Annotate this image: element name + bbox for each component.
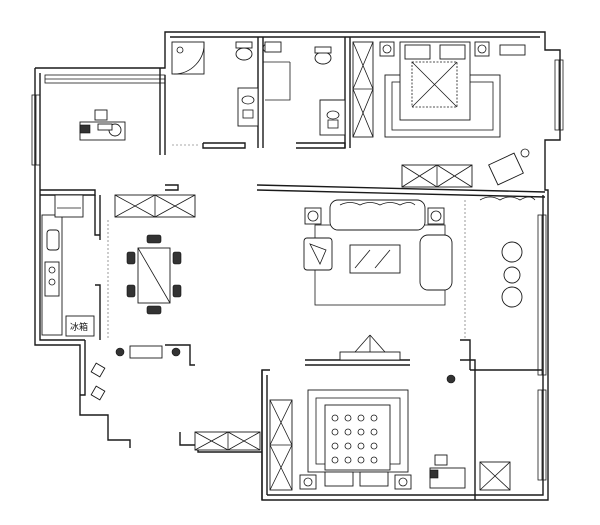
windows — [31, 59, 564, 481]
living-room — [303, 196, 536, 308]
kitchen: 冰箱 — [41, 194, 95, 337]
study-desk — [79, 109, 126, 141]
wardrobe-bottom-bedroom — [269, 399, 293, 491]
interior-walls — [40, 37, 546, 500]
cabinet-dining — [114, 194, 196, 218]
master-bed — [379, 41, 530, 186]
entry-features — [90, 144, 466, 401]
fridge-label: 冰箱 — [70, 321, 88, 333]
tv-unit — [339, 334, 401, 361]
fridge — [65, 315, 95, 337]
dining-set — [126, 234, 182, 315]
cabinet-bottom-right — [479, 461, 511, 491]
second-bed — [299, 389, 466, 490]
plants — [115, 345, 456, 384]
bathroom-left — [171, 41, 291, 127]
bathroom-right — [264, 41, 346, 136]
cabinet-hall — [401, 164, 473, 188]
wardrobe-top-bedroom — [352, 41, 374, 138]
cabinet-entry — [194, 431, 261, 451]
